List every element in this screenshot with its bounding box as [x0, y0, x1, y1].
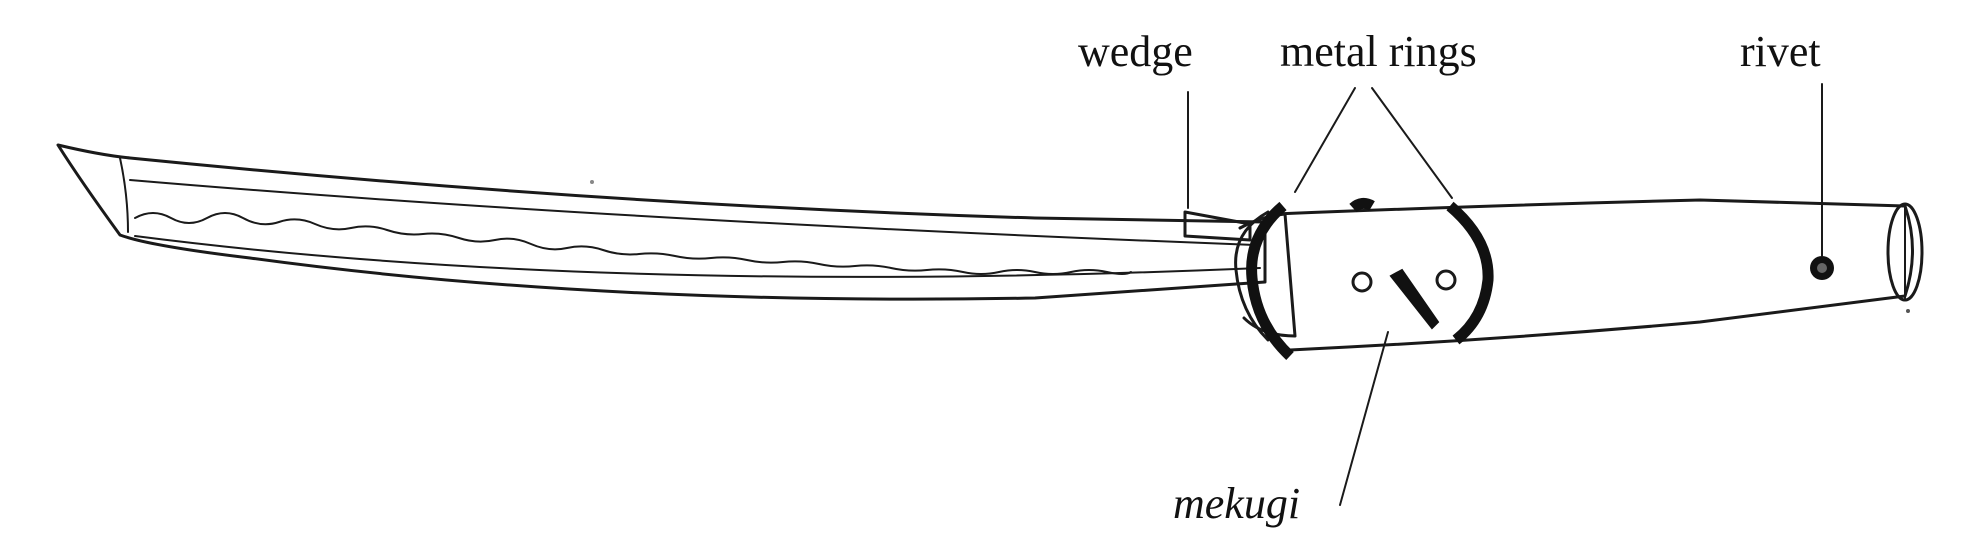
- handle-collar: [1234, 210, 1270, 342]
- wedge-label: wedge: [1078, 27, 1193, 76]
- mekugi-peg: [1389, 268, 1440, 330]
- wedge: [1183, 91, 1252, 242]
- metal-ring-front: [1246, 201, 1294, 361]
- blade: [56, 143, 1267, 301]
- handle-collar-face: [1238, 212, 1297, 338]
- metal-rings-label: metal rings: [1280, 27, 1477, 76]
- mekugi-hole-right: [1435, 269, 1457, 291]
- handle: [1234, 197, 1924, 361]
- blade-edge-line: [134, 235, 1261, 278]
- blade-tip-line: [119, 157, 129, 233]
- handle-end-cap: [1886, 202, 1924, 302]
- blade-ridge-line: [129, 179, 1256, 246]
- wedge-shape: [1183, 210, 1252, 242]
- rivet-label: rivet: [1740, 27, 1821, 76]
- handle-top-lug: [1349, 197, 1375, 213]
- leader-lines: [1294, 83, 1823, 506]
- mekugi-leader-line: [1339, 331, 1389, 506]
- metal-rings-leader-right: [1371, 87, 1453, 199]
- metal-ring-back: [1446, 201, 1494, 345]
- blade-outline: [56, 143, 1267, 301]
- mekugi-label: mekugi: [1173, 479, 1301, 528]
- stray-dot-2: [1906, 309, 1910, 313]
- rivet-center: [1817, 263, 1827, 273]
- mekugi-hole-left: [1351, 271, 1373, 293]
- blade-hamon: [134, 212, 1132, 275]
- stray-dot-1: [590, 180, 594, 184]
- handle-body: [1273, 198, 1914, 352]
- metal-rings-leader-left: [1294, 87, 1356, 193]
